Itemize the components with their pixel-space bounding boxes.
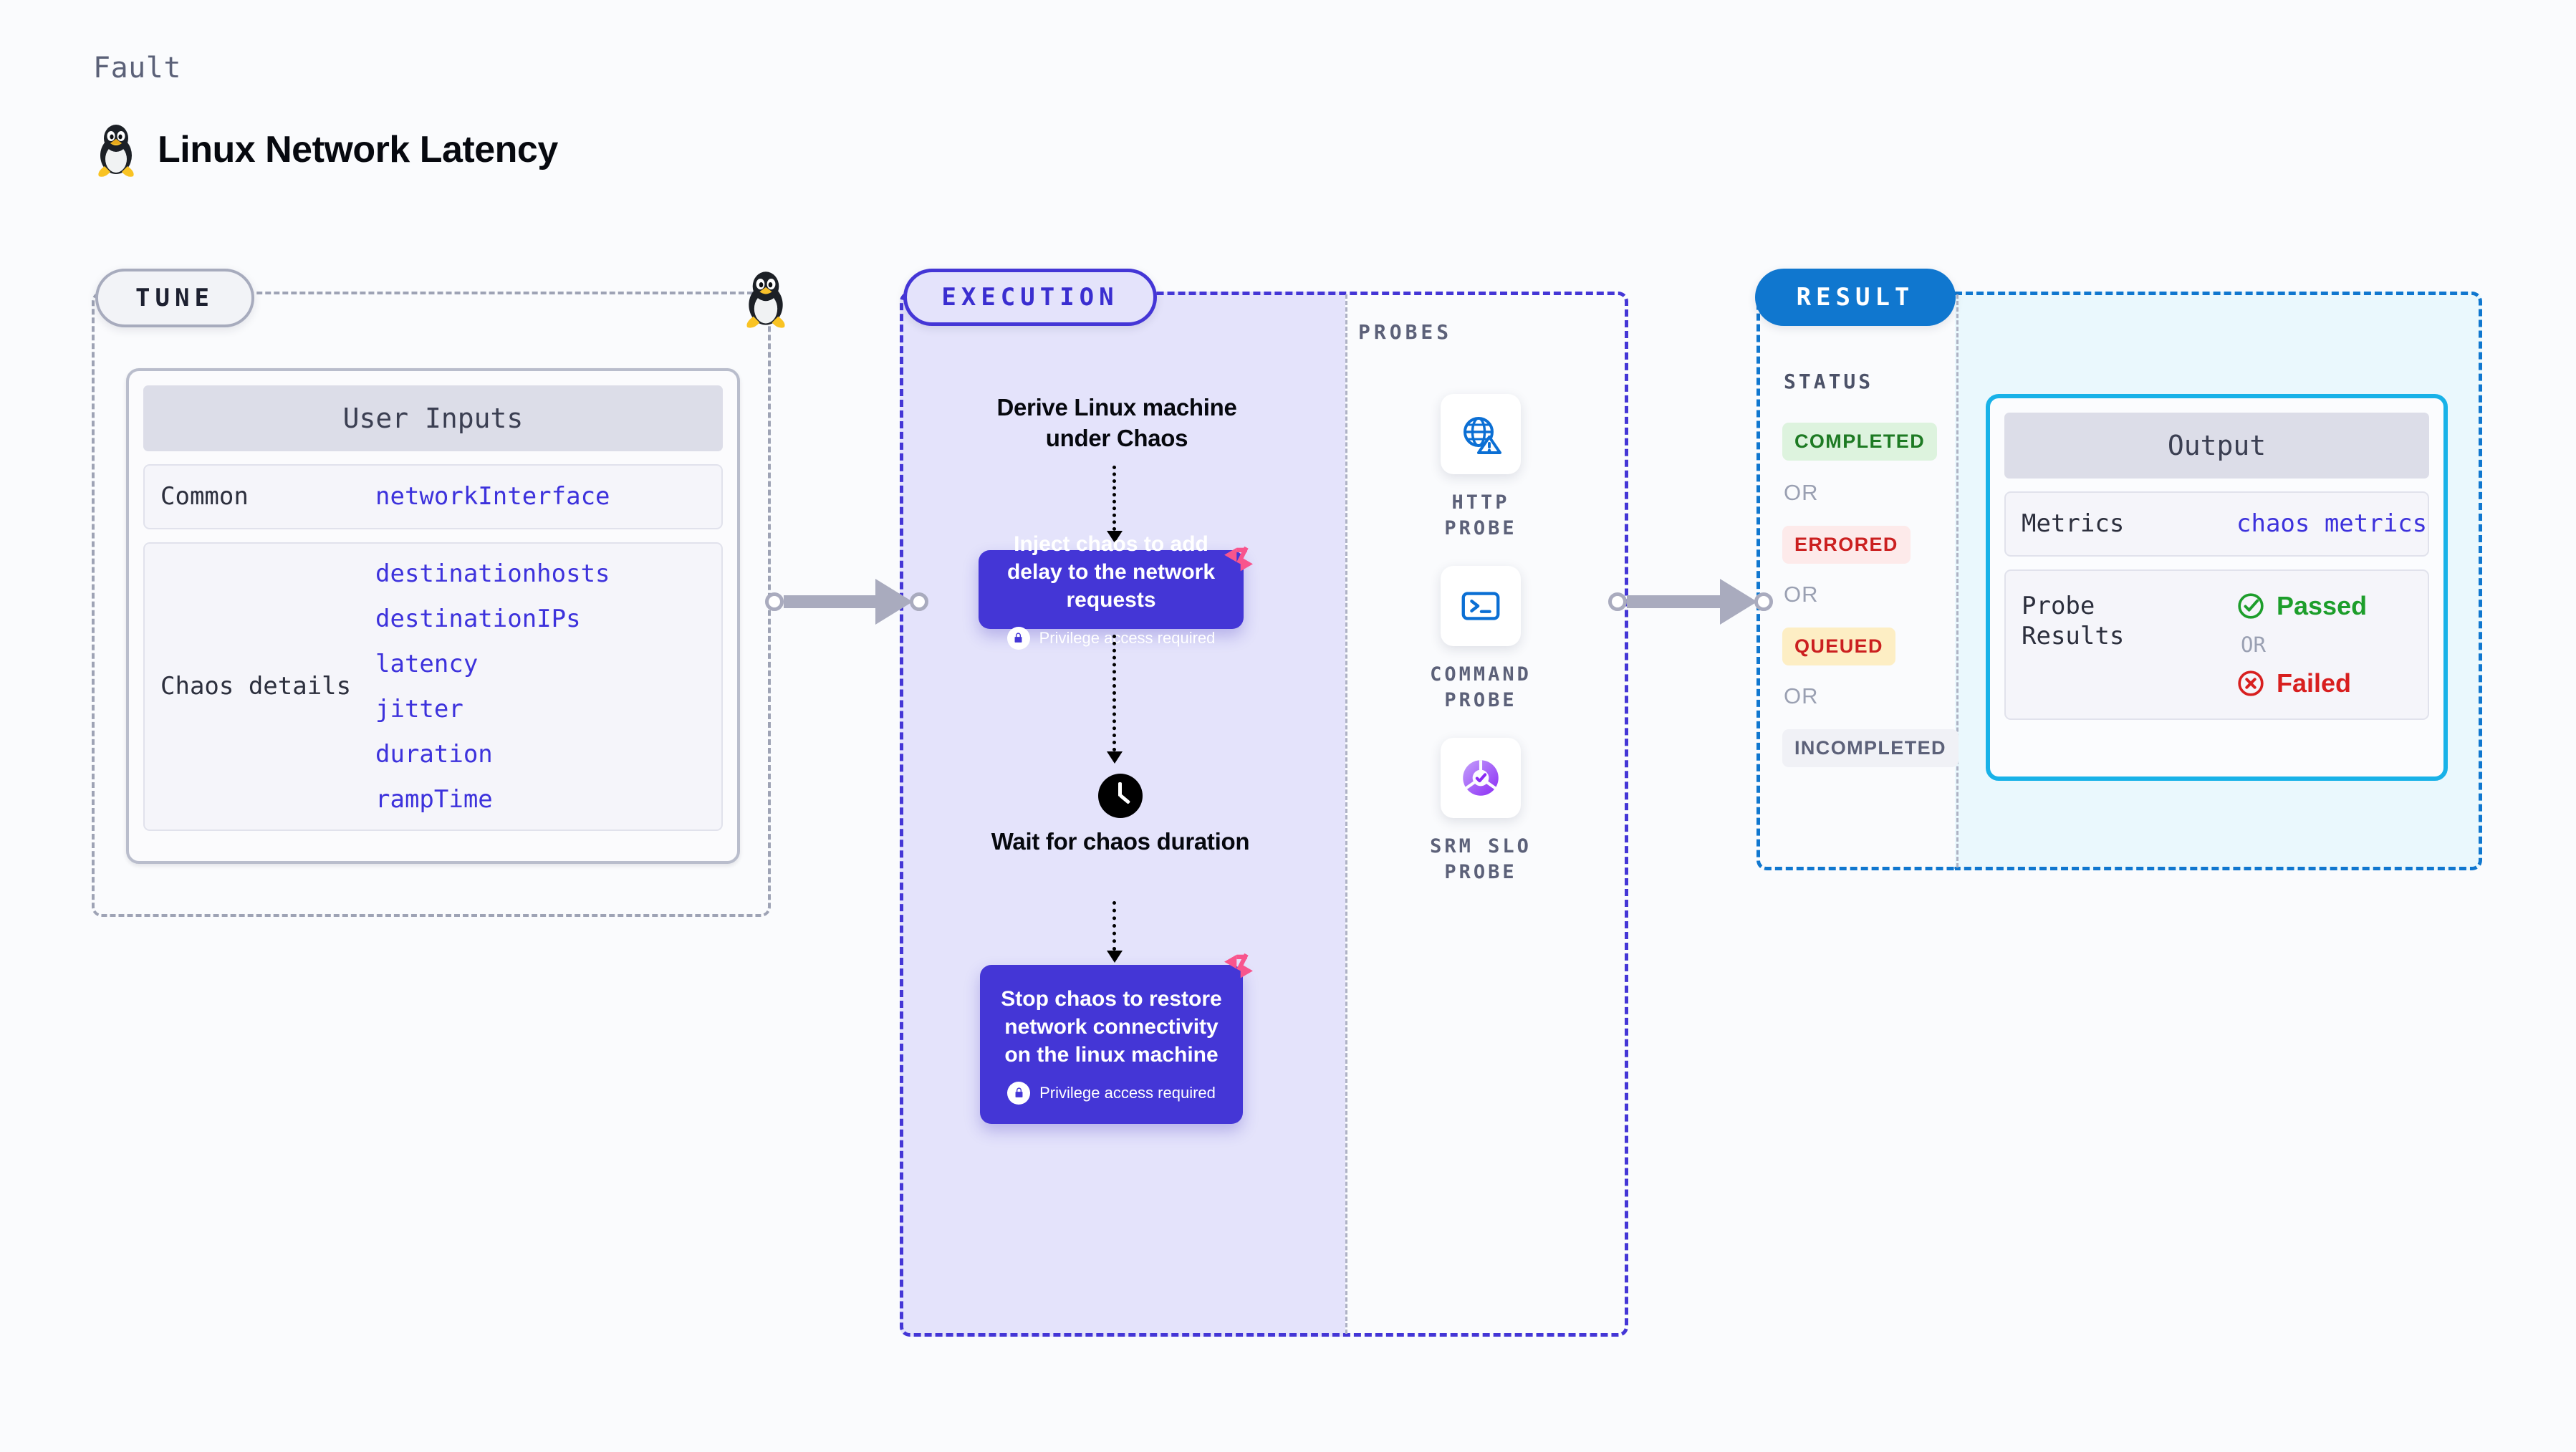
connector-end-dot [1754, 592, 1773, 611]
execution-card-text: Inject chaos to add delay to the network… [1006, 532, 1216, 612]
status-badge-queued: QUEUED [1782, 628, 1895, 665]
harness-chaos-icon [1224, 953, 1253, 979]
probes-section-label: PROBES [1358, 320, 1453, 344]
execution-card-text: Stop chaos to restore network connectivi… [1001, 986, 1222, 1067]
connector-arrowhead [875, 579, 913, 625]
privilege-note-text: Privilege access required [1039, 628, 1216, 647]
connector-start-dot [765, 592, 784, 611]
clock-icon [1098, 774, 1143, 818]
connector-line [1627, 595, 1720, 608]
status-or-3: OR [1784, 683, 1819, 708]
input-row-common: Common networkInterface [143, 464, 723, 529]
flow-arrow-1 [1106, 466, 1123, 543]
probe-item-http[interactable]: HTTP PROBE [1409, 394, 1552, 542]
probe-tile [1441, 738, 1521, 818]
input-row-label: Chaos details [160, 671, 352, 701]
execution-step-stop-chaos-card[interactable]: Stop chaos to restore network connectivi… [980, 965, 1243, 1124]
input-value: networkInterface [375, 482, 610, 511]
privilege-note-text: Privilege access required [1039, 1083, 1216, 1102]
metrics-value: chaos metrics [2236, 509, 2428, 539]
status-badge-incompleted: INCOMPLETED [1782, 729, 1959, 767]
input-row-chaos-details: Chaos details destinationhosts destinati… [143, 542, 723, 831]
probe-caption: HTTP PROBE [1444, 491, 1517, 540]
probe-caption: SRM SLO PROBE [1430, 835, 1532, 884]
harness-chaos-icon [1224, 546, 1253, 572]
flow-arrow-2 [1106, 635, 1123, 764]
execution-stage-badge: EXECUTION [903, 269, 1157, 326]
user-inputs-card: User Inputs Common networkInterface Chao… [126, 368, 740, 864]
status-section-label: STATUS [1784, 370, 1874, 393]
srm-slo-donut-icon [1463, 760, 1499, 796]
input-value: latency [375, 649, 479, 678]
globe-warning-icon [1464, 417, 1501, 454]
probe-result-or: OR [2241, 632, 2266, 657]
fault-label: Fault [93, 52, 181, 85]
probe-caption: COMMAND PROBE [1430, 663, 1532, 712]
privilege-note: Privilege access required [1006, 626, 1216, 650]
tune-stage-badge: TUNE [95, 269, 254, 327]
probe-tile [1441, 394, 1521, 474]
input-value: destinationhosts [375, 559, 610, 588]
privilege-note: Privilege access required [1007, 1081, 1216, 1105]
output-row-label: Probe Results [2022, 591, 2125, 651]
output-row-label: Metrics [2022, 509, 2125, 538]
passed-label: Passed [2277, 590, 2368, 620]
status-or-1: OR [1784, 480, 1819, 505]
probe-result-passed: Passed [2236, 591, 2367, 621]
status-or-2: OR [1784, 582, 1819, 607]
output-row-probe-results: Probe Results Passed OR Failed [2004, 569, 2429, 720]
status-badge-completed: COMPLETED [1782, 423, 1938, 461]
lock-icon [1006, 626, 1030, 650]
terminal-prompt-icon [1461, 592, 1500, 620]
execution-step-derive-label: Derive Linux machine under Chaos [996, 394, 1237, 451]
connector-end-dot [910, 592, 928, 611]
probe-tile [1441, 566, 1521, 646]
input-row-values: networkInterface [375, 482, 610, 511]
tune-to-execution-arrow [765, 579, 928, 625]
output-card: Output Metrics chaos metrics Probe Resul… [1986, 394, 2448, 781]
input-row-values: destinationhosts destinationIPs latency … [375, 559, 610, 814]
check-circle-icon [2238, 592, 2264, 619]
probe-item-command[interactable]: COMMAND PROBE [1409, 566, 1552, 714]
result-inner-divider [1956, 294, 1959, 867]
input-value: jitter [375, 694, 463, 723]
x-circle-icon [2238, 670, 2264, 696]
input-value: rampTime [375, 784, 493, 814]
page-title-row: Linux Network Latency [93, 122, 558, 178]
output-row-values: chaos metrics [2236, 509, 2427, 538]
status-badge-errored: ERRORED [1782, 526, 1911, 564]
flow-arrow-3 [1106, 901, 1123, 963]
linux-penguin-icon [98, 125, 134, 177]
user-inputs-header: User Inputs [143, 385, 723, 451]
input-row-label: Common [160, 482, 249, 511]
probes-to-result-arrow [1608, 579, 1773, 625]
page-title: Linux Network Latency [158, 129, 558, 170]
connector-start-dot [1608, 592, 1627, 611]
input-value: destinationIPs [375, 604, 581, 633]
probe-results-values: Passed OR Failed [2236, 591, 2367, 698]
linux-penguin-icon [739, 269, 792, 337]
failed-label: Failed [2277, 668, 2352, 698]
execution-probes-divider [1345, 294, 1347, 1334]
output-header: Output [2004, 413, 2429, 479]
lock-icon [1007, 1081, 1031, 1105]
probe-result-failed: Failed [2236, 668, 2367, 698]
output-row-metrics: Metrics chaos metrics [2004, 491, 2429, 557]
execution-step-wait-label: Wait for chaos duration [991, 828, 1250, 855]
input-value: duration [375, 739, 493, 769]
connector-line [784, 595, 875, 608]
result-stage-badge: RESULT [1755, 269, 1956, 326]
execution-step-inject-chaos-card[interactable]: Inject chaos to add delay to the network… [979, 532, 1244, 650]
probe-item-srm-slo[interactable]: SRM SLO PROBE [1409, 738, 1552, 886]
connector-arrowhead [1720, 579, 1757, 625]
execution-stage-container [900, 292, 1628, 1337]
